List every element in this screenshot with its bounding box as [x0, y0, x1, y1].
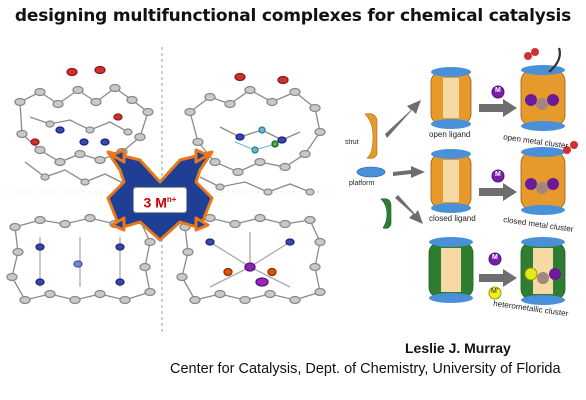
slide-title: designing multifunctional complexes for … [14, 6, 572, 26]
assembly-scheme-panel: strut platform M M M M' open ligand open… [345, 42, 586, 342]
branch-arrows [385, 100, 425, 224]
platform-label: platform [349, 180, 375, 187]
metal-label-2: M [495, 171, 501, 178]
strut-building-block [364, 113, 378, 159]
open-ligand-capsule [430, 67, 472, 129]
open-ligand-label: open ligand [429, 130, 471, 139]
green-ligand-capsule [428, 237, 474, 303]
metal-prime-label: M' [491, 288, 499, 295]
molecule-structure-bottom-right [176, 213, 326, 305]
platform-building-block [356, 166, 386, 178]
closed-ligand-capsule [430, 149, 472, 213]
open-metal-cluster-capsule [520, 47, 566, 131]
molecule-structure-top-right [184, 72, 326, 196]
molecule-structure-top-left [14, 65, 154, 188]
metalation-arrow-3 [479, 269, 517, 287]
green-strut-building-block [380, 198, 392, 229]
closed-ligand-label: closed ligand [429, 214, 476, 223]
molecule-structure-bottom-left [6, 213, 156, 305]
three-metal-ions-badge: 3 Mn+ [133, 187, 187, 213]
closed-metal-cluster-capsule [520, 141, 578, 215]
heterometallic-cluster-capsule [520, 237, 566, 305]
metal-label-1: M [495, 87, 501, 94]
metalation-arrow-1 [479, 99, 517, 117]
badge-superscript: n+ [166, 195, 177, 204]
affiliation: Center for Catalysis, Dept. of Chemistry… [170, 361, 561, 377]
metalation-arrow-2 [479, 183, 517, 201]
author-name: Leslie J. Murray [405, 340, 511, 356]
metal-label-3: M [492, 254, 498, 261]
crystal-structures-panel [0, 42, 345, 342]
strut-label: strut [345, 139, 359, 146]
badge-base-text: 3 M [143, 194, 167, 211]
